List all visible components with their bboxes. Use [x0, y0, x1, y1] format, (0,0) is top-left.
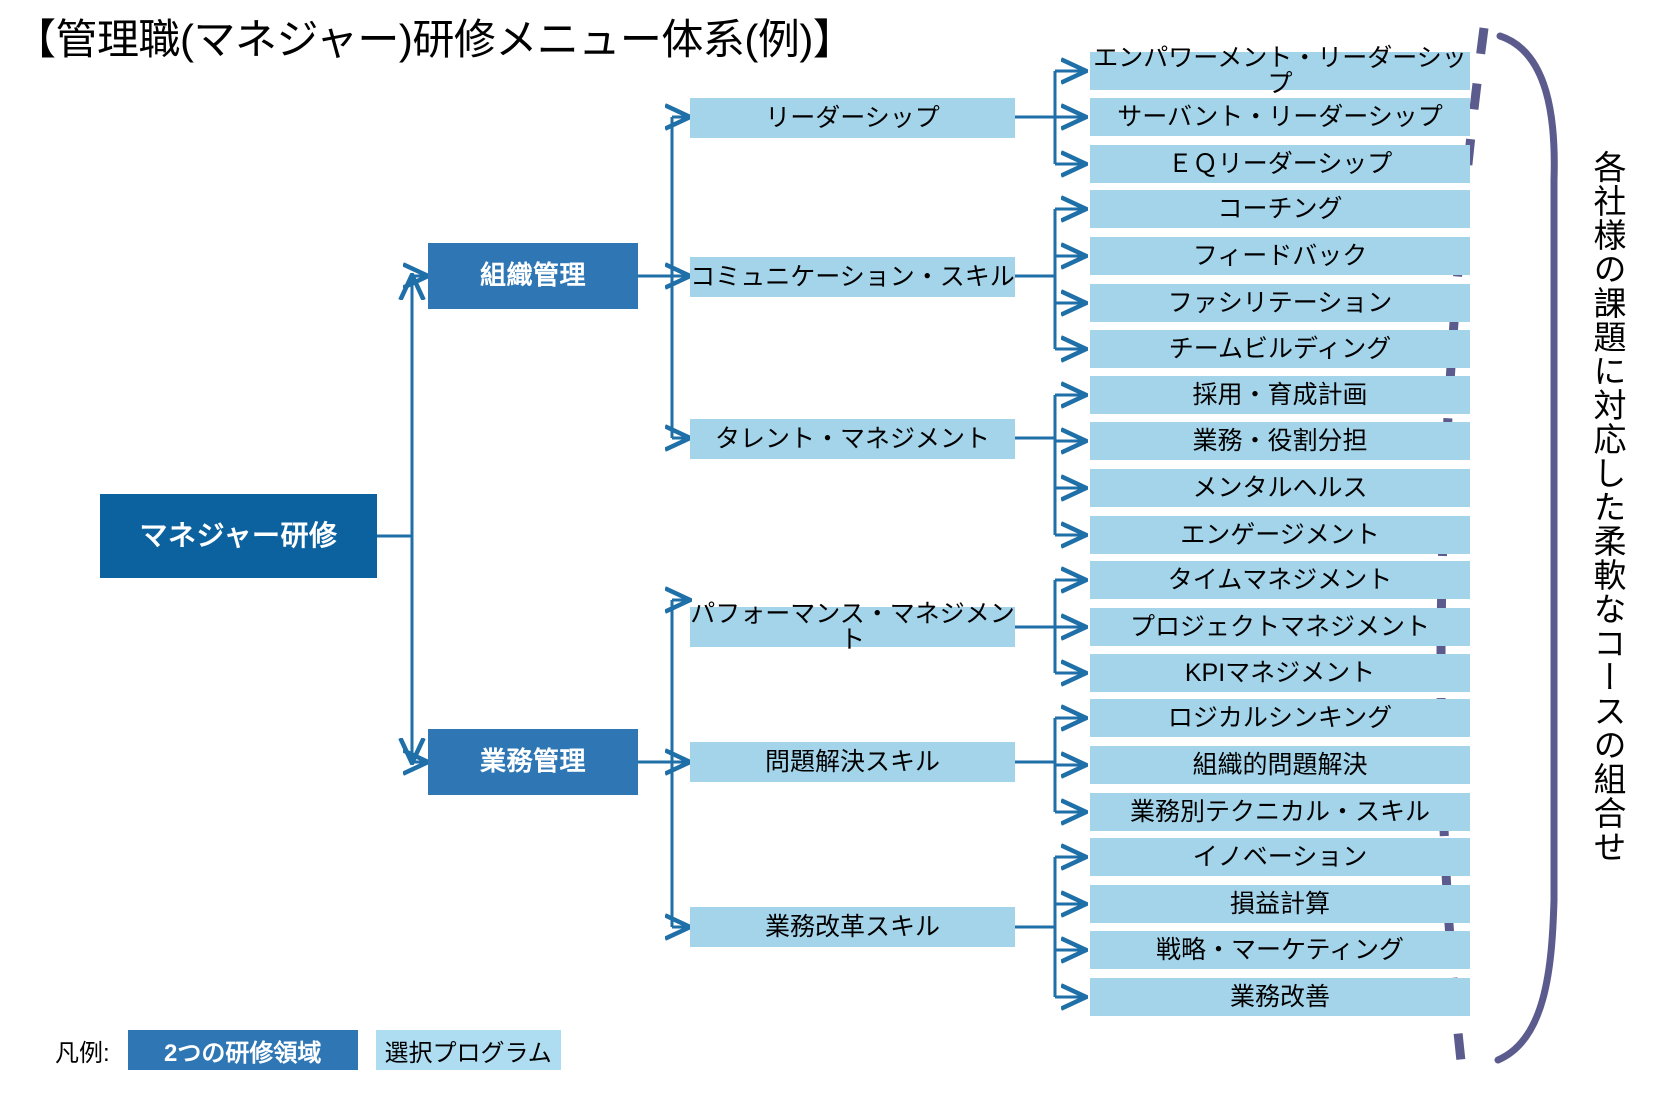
node-domain-organization[interactable]: 組織管理	[428, 243, 638, 309]
node-domain-operations-label: 業務管理	[479, 746, 586, 777]
node-program-innovation[interactable]: イノベーション	[1090, 838, 1470, 876]
page-title: 【管理職(マネジャー)研修メニュー体系(例)】	[14, 16, 855, 63]
legend-swatch-elective-programs: 選択プログラム	[375, 1030, 561, 1070]
node-category-talent[interactable]: タレント・マネジメント	[690, 419, 1015, 459]
node-program-coaching[interactable]: コーチング	[1090, 190, 1470, 228]
node-program-label: タイムマネジメント	[1167, 565, 1393, 594]
node-program-facilitation[interactable]: ファシリテーション	[1090, 284, 1470, 322]
node-category-problem-solving-label: 問題解決スキル	[764, 747, 940, 776]
node-category-problem-solving[interactable]: 問題解決スキル	[690, 742, 1015, 782]
node-domain-operations[interactable]: 業務管理	[428, 729, 638, 795]
node-program-eq-leadership[interactable]: ＥＱリーダーシップ	[1090, 145, 1470, 183]
node-program-organizational-problem-solving[interactable]: 組織的問題解決	[1090, 746, 1470, 784]
node-program-kpi-management[interactable]: KPIマネジメント	[1090, 654, 1470, 692]
node-program-technical-skills[interactable]: 業務別テクニカル・スキル	[1090, 793, 1470, 831]
node-root-label: マネジャー研修	[139, 520, 338, 552]
node-program-empowerment-leadership[interactable]: エンパワーメント・リーダーシップ	[1090, 45, 1470, 97]
brace-curve	[1494, 32, 1558, 1064]
legend: 凡例: 2つの研修領域 選択プログラム	[55, 1030, 561, 1070]
node-program-label: コーチング	[1217, 194, 1343, 223]
node-program-profit-loss[interactable]: 損益計算	[1090, 885, 1470, 923]
node-category-leadership[interactable]: リーダーシップ	[690, 98, 1015, 138]
node-program-label: ＥＱリーダーシップ	[1167, 149, 1393, 178]
node-program-team-building[interactable]: チームビルディング	[1090, 330, 1470, 368]
node-program-label: 業務・役割分担	[1192, 426, 1368, 455]
node-category-communication[interactable]: コミュニケーション・スキル	[690, 257, 1015, 297]
node-program-strategy-marketing[interactable]: 戦略・マーケティング	[1090, 931, 1470, 969]
node-category-leadership-label: リーダーシップ	[765, 103, 940, 132]
node-program-label: エンゲージメント	[1180, 520, 1380, 549]
node-category-talent-label: タレント・マネジメント	[714, 424, 990, 453]
node-category-business-reform[interactable]: 業務改革スキル	[690, 907, 1015, 947]
node-program-label: 業務別テクニカル・スキル	[1129, 797, 1430, 826]
node-program-label: フィードバック	[1192, 241, 1368, 270]
node-program-logical-thinking[interactable]: ロジカルシンキング	[1090, 699, 1470, 737]
node-program-label: 戦略・マーケティング	[1155, 935, 1404, 964]
node-category-communication-label: コミュニケーション・スキル	[690, 262, 1015, 291]
node-category-performance[interactable]: パフォーマンス・マネジメント	[690, 601, 1015, 653]
node-program-label: チームビルディング	[1168, 334, 1392, 363]
node-program-label: 採用・育成計画	[1192, 380, 1368, 409]
node-root[interactable]: マネジャー研修	[100, 494, 377, 578]
node-program-label: メンタルヘルス	[1192, 473, 1368, 502]
node-program-label: 損益計算	[1229, 889, 1330, 918]
node-program-role-assignment[interactable]: 業務・役割分担	[1090, 422, 1470, 460]
vertical-annotation: 各社様の課題に対応した柔軟なコースの組合せ	[1589, 150, 1626, 864]
node-program-label: サーバント・リーダーシップ	[1117, 102, 1443, 131]
node-program-time-management[interactable]: タイムマネジメント	[1090, 561, 1470, 599]
node-program-label: 業務改善	[1229, 982, 1330, 1011]
node-program-business-improvement[interactable]: 業務改善	[1090, 978, 1470, 1016]
node-program-feedback[interactable]: フィードバック	[1090, 237, 1470, 275]
legend-swatch-training-domains: 2つの研修領域	[127, 1030, 358, 1070]
node-program-label: 組織的問題解決	[1192, 750, 1368, 779]
node-program-label: ファシリテーション	[1167, 288, 1393, 317]
legend-label: 凡例:	[55, 1039, 110, 1067]
node-program-project-management[interactable]: プロジェクトマネジメント	[1090, 608, 1470, 646]
node-program-mental-health[interactable]: メンタルヘルス	[1090, 469, 1470, 507]
node-program-label: ロジカルシンキング	[1167, 703, 1393, 732]
node-program-label: プロジェクトマネジメント	[1129, 612, 1430, 641]
node-category-performance-label: パフォーマンス・マネジメント	[690, 599, 1015, 654]
node-program-label: KPIマネジメント	[1184, 658, 1376, 687]
node-category-business-reform-label: 業務改革スキル	[764, 912, 940, 941]
node-program-servant-leadership[interactable]: サーバント・リーダーシップ	[1090, 98, 1470, 136]
node-domain-organization-label: 組織管理	[479, 260, 586, 291]
node-program-label: エンパワーメント・リーダーシップ	[1093, 43, 1467, 98]
node-program-recruiting-development-plan[interactable]: 採用・育成計画	[1090, 376, 1470, 414]
node-program-engagement[interactable]: エンゲージメント	[1090, 516, 1470, 554]
node-program-label: イノベーション	[1192, 842, 1368, 871]
